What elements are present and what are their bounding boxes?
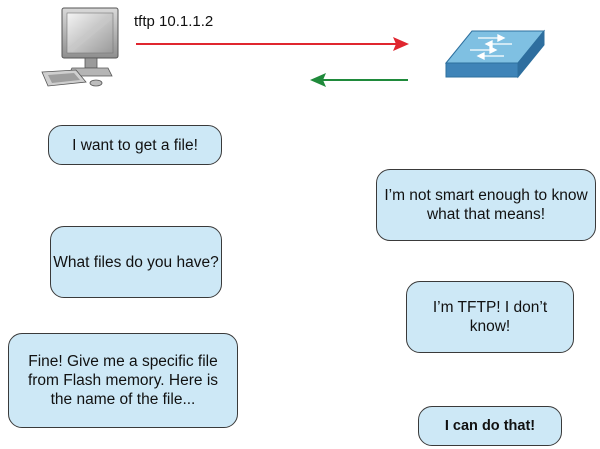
request-arrow — [136, 37, 409, 51]
client-bubble-1: I want to get a file! — [48, 125, 222, 165]
command-label: tftp 10.1.1.2 — [134, 13, 214, 30]
server-bubble-1: I’m not smart enough to know what that m… — [376, 169, 596, 241]
switch-icon — [444, 29, 546, 79]
computer-icon — [41, 7, 119, 87]
server-bubble-3: I can do that! — [418, 406, 562, 446]
server-bubble-2: I’m TFTP! I don’t know! — [406, 281, 574, 353]
client-bubble-2: What files do you have? — [50, 226, 222, 298]
response-arrow — [310, 73, 408, 87]
client-bubble-3: Fine! Give me a specific file from Flash… — [8, 333, 238, 428]
